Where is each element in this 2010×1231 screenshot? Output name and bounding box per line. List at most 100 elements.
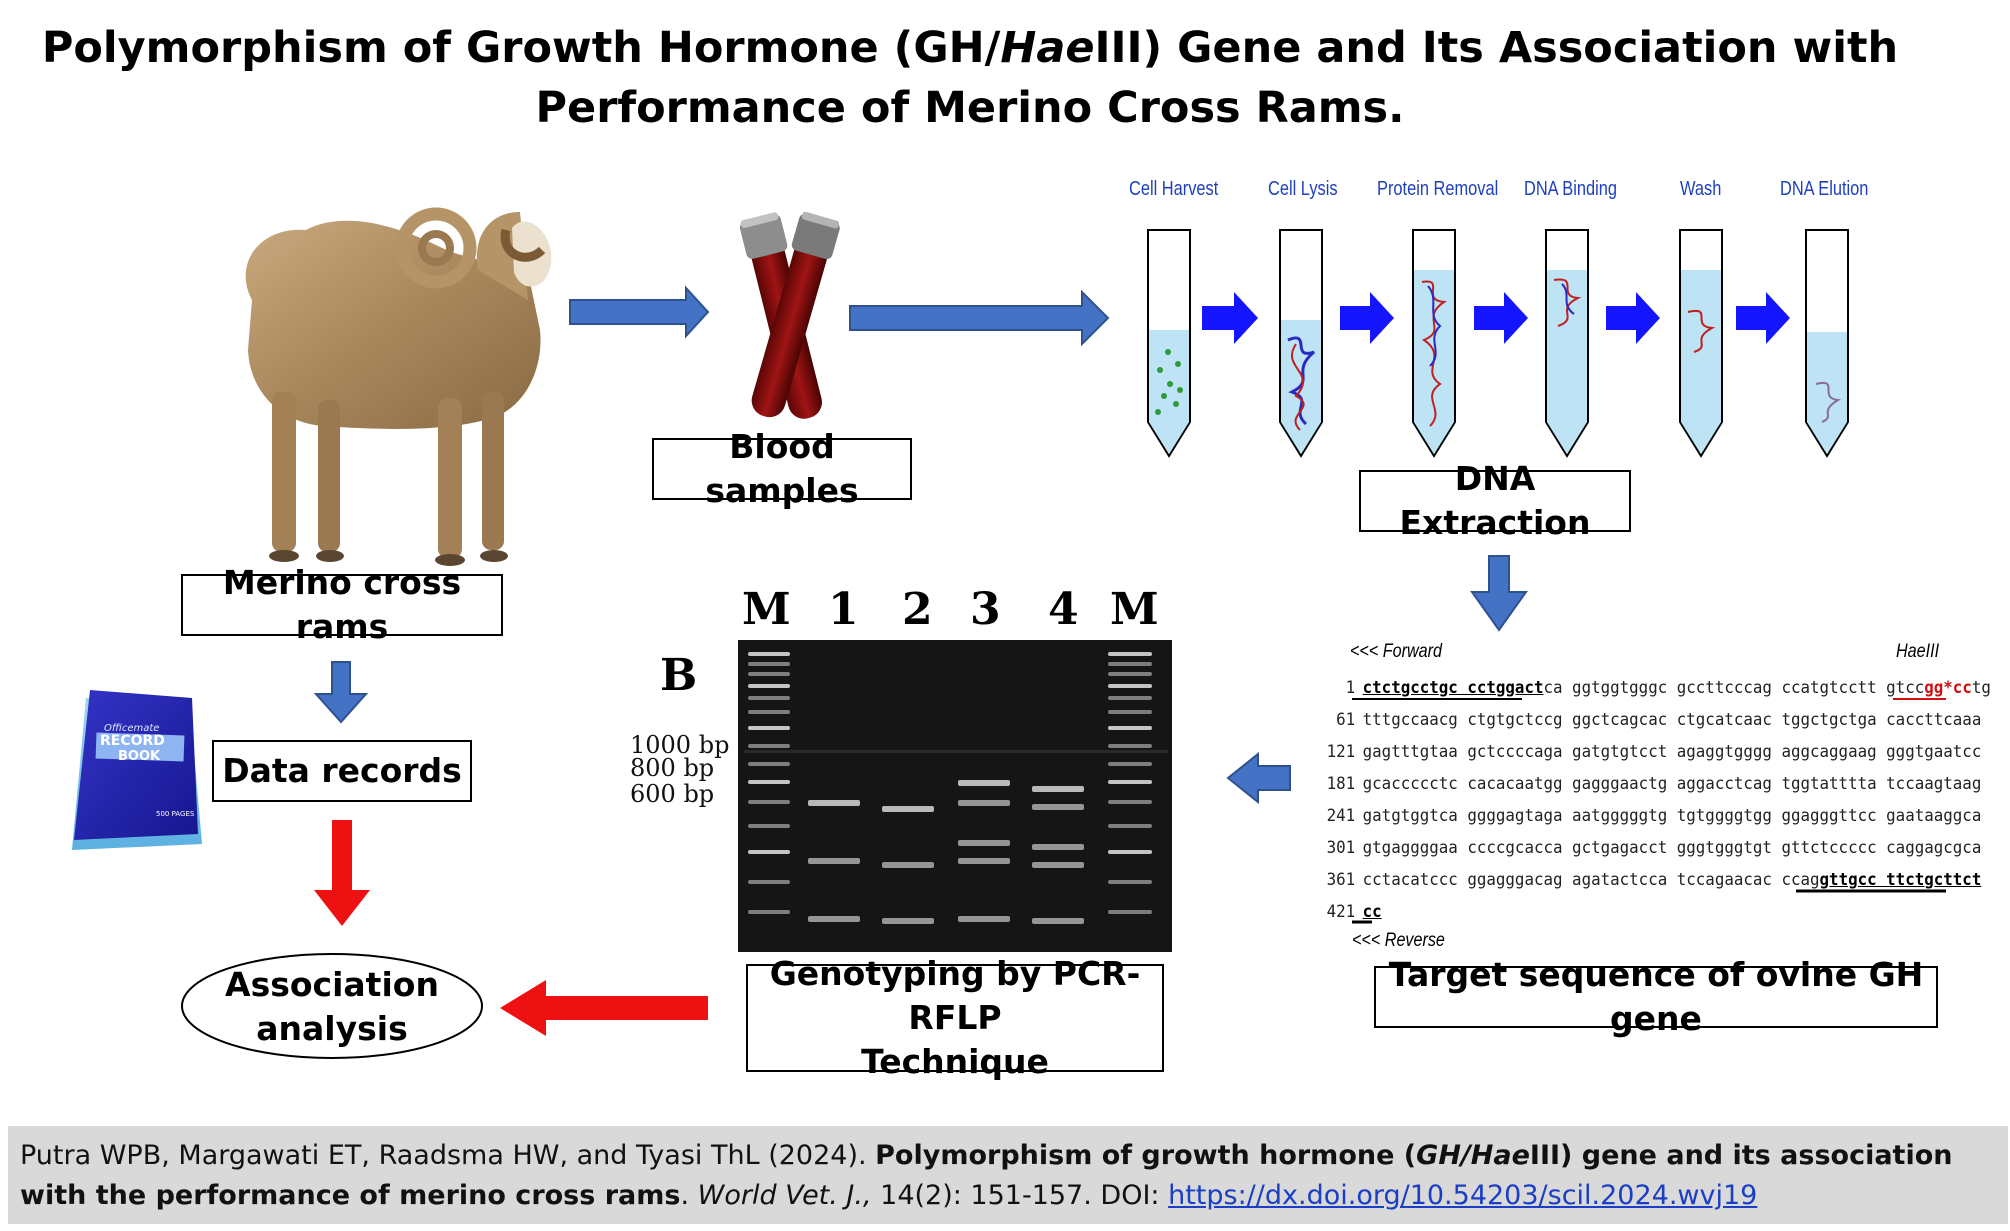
sequence-position: 61: [1336, 710, 1356, 730]
gel-band: [748, 910, 790, 914]
gel-lane-4: 4: [1048, 584, 1079, 635]
gel-band: [748, 800, 790, 804]
tube-cell-lysis: [1279, 229, 1323, 458]
stage-label-dna-elution: DNA Elution: [1780, 178, 1869, 200]
gel-band: [748, 672, 790, 676]
gel-band: [1108, 744, 1152, 748]
sequence-text: gatgtggtca ggggagtaga aatgggggtg tgtgggg…: [1362, 806, 1982, 826]
flow-arrows: [313, 285, 1528, 1036]
tube-cell-harvest: [1147, 229, 1191, 458]
gel-band: [882, 862, 934, 868]
extraction-tubes: [1147, 229, 1849, 458]
forward-tag: <<< Forward: [1350, 641, 1443, 662]
stage-label-protein-removal: Protein Removal: [1377, 178, 1499, 200]
stage-label-cell-lysis: Cell Lysis: [1268, 178, 1338, 200]
gel-band: [1108, 800, 1152, 804]
association-line-2: analysis: [256, 1009, 408, 1048]
gel-lane-m-left: M: [742, 584, 791, 635]
blood-samples-box: Blood samples: [652, 427, 912, 510]
gel-lane-1: 1: [828, 584, 859, 635]
title-line-2: Performance of Merino Cross Rams.: [535, 83, 1405, 133]
sequence-row: 1 ctctgcctgc cctggactca ggtggtgggc gccttc…: [1318, 672, 1991, 704]
stage-label-wash: Wash: [1680, 178, 1722, 200]
gel-band: [1108, 910, 1152, 914]
gel-lane-m-right: M: [1110, 584, 1159, 635]
gel-band: [1108, 762, 1152, 766]
sequence-text: gcaccccctc cacacaatgg gagggaactg aggacct…: [1362, 774, 1982, 794]
gel-band: [1032, 862, 1084, 868]
association-analysis-label: Association analysis: [200, 962, 464, 1052]
gel-lane-3: 3: [970, 584, 1001, 635]
arrow-merino-to-records: [313, 661, 369, 724]
gel-band: [958, 800, 1010, 806]
gel-band: [1108, 850, 1152, 854]
sequence-text: tg: [1971, 678, 1991, 698]
arrow-sequence-to-gel: [1226, 751, 1291, 805]
sequence-position: 121: [1326, 742, 1356, 762]
sequence-position: 421: [1326, 902, 1356, 922]
sequence-row: 241 gatgtggtca ggggagtaga aatgggggtg tgtg…: [1318, 800, 1991, 832]
gel-band: [958, 840, 1010, 846]
gel-band: [1108, 662, 1152, 666]
data-records-box: Data records: [212, 740, 472, 802]
reverse-tag: <<< Reverse: [1352, 930, 1445, 951]
gel-band: [748, 696, 790, 700]
sequence-text: ca ggtggtgggc gccttcccag ccatgtcctt gtcc: [1543, 678, 1925, 698]
gel-band: [1108, 726, 1152, 730]
arrow-ram-to-blood: [569, 285, 710, 339]
haeiii-site: gg*cc: [1924, 678, 1972, 698]
gel-image: [738, 640, 1172, 952]
extraction-step-arrows: [1202, 292, 1790, 344]
gel-band: [1032, 804, 1084, 810]
gel-band: [1108, 684, 1152, 688]
record-book-title-2: BOOK: [118, 749, 161, 764]
arrow-genotyping-to-association: [500, 980, 708, 1036]
genotyping-box: Genotyping by PCR-RFLP Technique: [746, 954, 1164, 1081]
sequence-position: 1: [1345, 678, 1356, 698]
reverse-primer: gttgcc ttctgcttct: [1819, 870, 1982, 890]
tube-dna-binding: [1545, 229, 1589, 458]
arrow-records-to-association: [314, 820, 370, 926]
gel-band: [748, 744, 790, 748]
arrow-extraction-to-sequence: [1470, 555, 1528, 632]
record-book-pages: 500 PAGES: [156, 810, 195, 818]
merino-cross-rams-box: Merino cross rams: [181, 563, 503, 646]
haeiii-tag: HaeIII: [1896, 641, 1940, 662]
gel-band: [1032, 918, 1084, 924]
citation-journal: World Vet. J.,: [697, 1180, 872, 1211]
gel-band: [748, 762, 790, 766]
arrow-blood-to-extraction: [849, 289, 1110, 347]
sequence-position: 241: [1326, 806, 1356, 826]
record-book-brand: Officemate: [104, 723, 159, 734]
gel-band: [748, 710, 790, 714]
gel-band: [748, 684, 790, 688]
tube-protein-removal: [1412, 229, 1456, 458]
forward-primer: ctctgcctgc cctggact: [1362, 678, 1544, 698]
gel-band: [808, 800, 860, 806]
gel-band: [1032, 786, 1084, 792]
association-line-1: Association: [225, 965, 439, 1004]
citation-title: Polymorphism of growth hormone (GH/HaeII…: [20, 1140, 1953, 1211]
gel-band: [882, 918, 934, 924]
citation-authors: Putra WPB, Margawati ET, Raadsma HW, and…: [20, 1140, 876, 1171]
gel-band: [1032, 844, 1084, 850]
target-sequence-box: Target sequence of ovine GH gene: [1374, 955, 1938, 1038]
gel-band: [808, 858, 860, 864]
gel-band: [1108, 672, 1152, 676]
title-line-1: Polymorphism of Growth Hormone (GH/HaeII…: [41, 23, 1899, 73]
gel-band: [748, 662, 790, 666]
tube-wash: [1679, 229, 1723, 458]
gel-lane-2: 2: [902, 584, 933, 635]
gel-band: [1108, 710, 1152, 714]
sequence-text: tttgccaacg ctgtgctccg ggctcagcac ctgcatc…: [1362, 710, 1982, 730]
page-title: Polymorphism of Growth Hormone (GH/HaeII…: [0, 18, 1940, 138]
gel-band: [748, 652, 790, 656]
sequence-text: gtgaggggaa ccccgcacca gctgagacct gggtggg…: [1362, 838, 1982, 858]
citation-doi-link[interactable]: https://dx.doi.org/10.54203/scil.2024.wv…: [1168, 1180, 1758, 1211]
sequence-text: cctacatccc ggagggacag agatactcca tccagaa…: [1362, 870, 1820, 890]
